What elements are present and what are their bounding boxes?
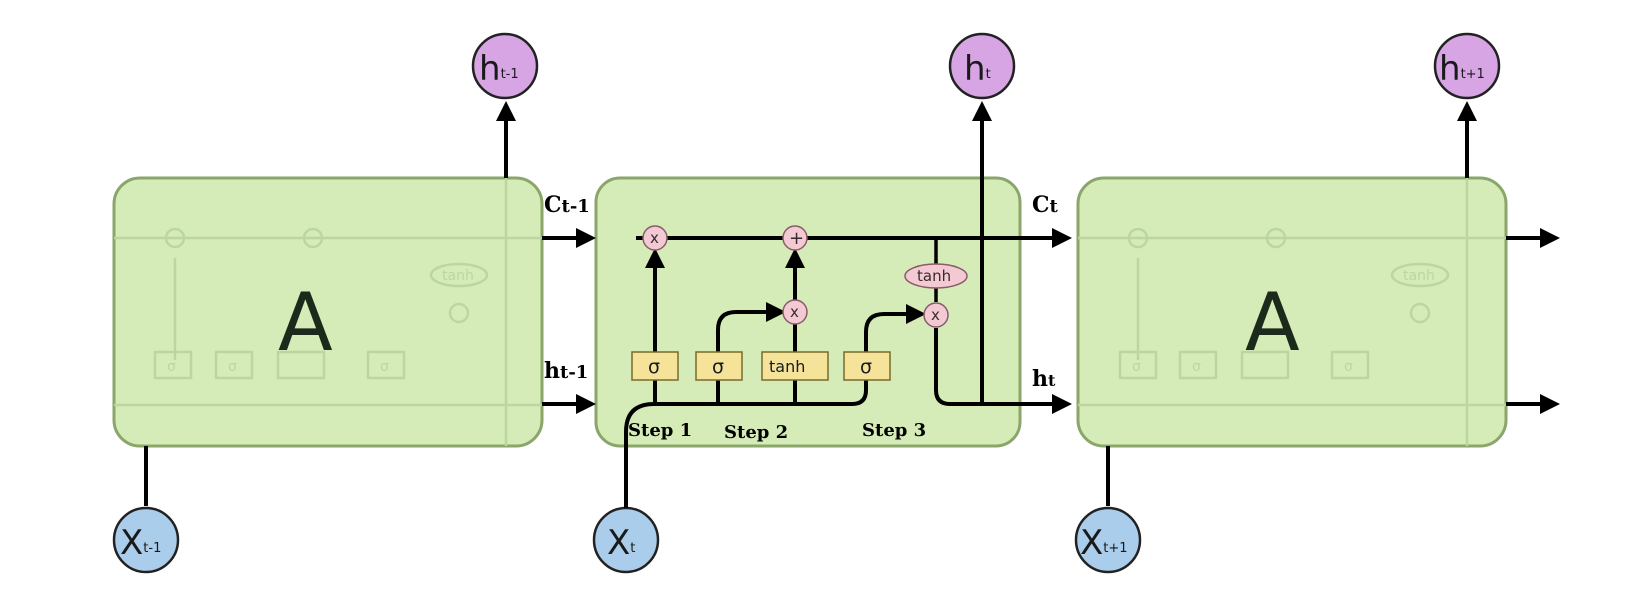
step1-label: Step 1	[628, 420, 692, 441]
output-node-left: ht-1	[471, 32, 539, 100]
ghost-sigma-1: σ	[167, 359, 176, 375]
h-next-main: h	[1032, 366, 1048, 392]
h-next-label: ht	[1032, 366, 1056, 392]
h-prev-main: h	[544, 358, 560, 384]
ghost-sigma-5: σ	[1192, 359, 1201, 375]
step3-label: Step 3	[862, 420, 926, 441]
input-node-center-text: Xt	[607, 523, 635, 563]
c-prev-sub: t-1	[562, 196, 590, 217]
output-multiply-op: x	[923, 302, 949, 328]
lstm-cell-right: σ σ σ tanh A	[1076, 176, 1508, 448]
ghost-sigma-6: σ	[1344, 359, 1353, 375]
c-next-sub: t	[1050, 196, 1059, 217]
output-node-left-text: ht-1	[479, 49, 519, 89]
input-multiply-op: x	[782, 299, 808, 325]
input-gate-label: σ	[712, 356, 724, 378]
c-prev-main: C	[544, 192, 562, 218]
input-node-right-text: Xt+1	[1080, 523, 1128, 563]
forget-gate-label: σ	[648, 356, 660, 378]
ghost-tanh-2: tanh	[1403, 268, 1435, 284]
cell-right-ghost-internals: σ σ σ tanh	[1078, 178, 1506, 446]
step2-label: Step 2	[724, 422, 788, 443]
cell-tanh-op: tanh	[904, 263, 968, 289]
output-node-center: ht	[948, 32, 1016, 100]
input-gate: σ	[695, 351, 743, 381]
input-gate-wire	[716, 302, 786, 404]
ghost-sigma-2: σ	[228, 359, 237, 375]
input-node-center: Xt	[592, 506, 660, 574]
output-node-right-text: ht+1	[1439, 49, 1485, 89]
input-node-left-text: Xt-1	[120, 523, 161, 563]
h-next-sub: t	[1048, 371, 1056, 390]
output-node-center-text: ht	[964, 49, 991, 89]
output-to-ht-wire	[934, 328, 1072, 414]
ghost-sigma-4: σ	[1132, 359, 1141, 375]
cell-left-ghost-internals: σ σ σ tanh	[114, 178, 542, 446]
forget-gate: σ	[631, 351, 679, 381]
input-node-right: Xt+1	[1074, 506, 1142, 574]
ghost-sigma-3: σ	[380, 359, 389, 375]
forget-multiply-label: x	[650, 229, 659, 247]
lstm-cell-center: σ σ tanh σ x + x tanh	[594, 101, 1072, 488]
input-node-left: Xt-1	[112, 506, 180, 574]
output-gate: σ	[843, 351, 891, 381]
forget-multiply-op: x	[642, 225, 668, 251]
hidden-input-line	[624, 360, 868, 488]
cell-tanh-label: tanh	[917, 267, 951, 285]
candidate-gate-label: tanh	[769, 357, 805, 376]
output-gate-wire	[864, 304, 926, 360]
cell-right-label: A	[1245, 276, 1300, 369]
h-prev-sub: t-1	[560, 362, 588, 383]
input-multiply-label: x	[790, 303, 799, 321]
output-multiply-label: x	[931, 306, 940, 324]
cell-left-label: A	[278, 276, 333, 369]
ghost-tanh: tanh	[442, 268, 474, 284]
c-prev-label: Ct-1	[544, 192, 590, 218]
c-next-main: C	[1032, 192, 1050, 218]
lstm-cell-left: σ σ σ tanh A	[112, 176, 544, 448]
h-prev-label: ht-1	[544, 358, 588, 384]
add-label: +	[789, 228, 804, 249]
c-next-label: Ct	[1032, 192, 1059, 218]
output-gate-label: σ	[860, 356, 872, 378]
add-op: +	[782, 225, 808, 251]
candidate-gate: tanh	[761, 351, 829, 381]
output-node-right: ht+1	[1433, 32, 1501, 100]
